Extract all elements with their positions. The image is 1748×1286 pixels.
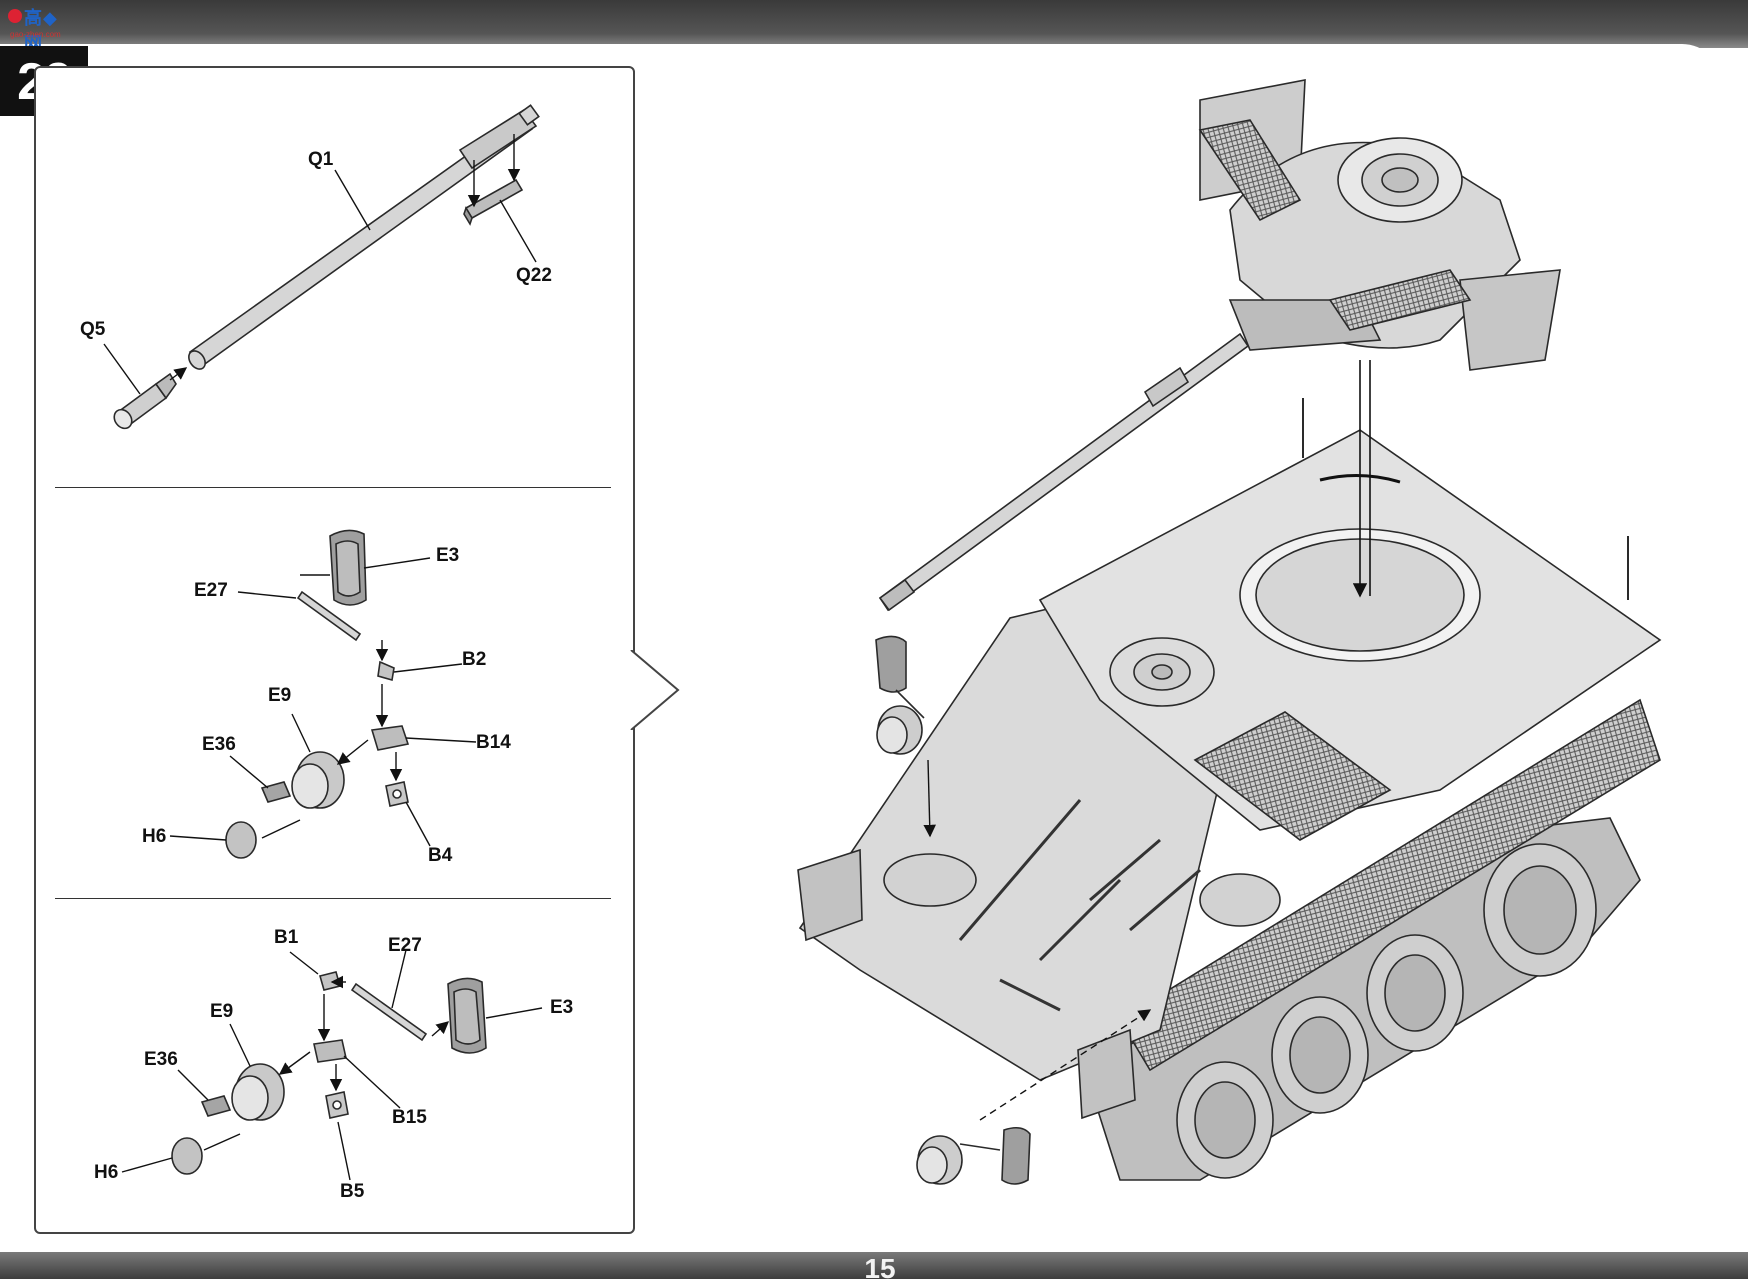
mount-b1	[319, 971, 341, 991]
part-label-b14: B14	[476, 732, 511, 753]
part-label-b2: B2	[462, 649, 487, 670]
bracket-b14	[370, 725, 410, 751]
watermark-logo-icon	[8, 9, 22, 23]
barrel-subassembly	[113, 104, 540, 430]
part-label-e36-b: E36	[144, 1049, 178, 1070]
mirror-arm-e27	[296, 590, 362, 642]
cover-e36-b	[200, 1095, 232, 1117]
part-label-e27-b: E27	[388, 935, 422, 956]
watermark-subtext: gao-zhen.com	[10, 30, 61, 39]
part-label-b1: B1	[274, 927, 299, 948]
part-label-b4: B4	[428, 845, 453, 866]
lens-h6	[225, 821, 257, 859]
part-label-e9-b: E9	[210, 1001, 234, 1022]
bracket-b15	[313, 1039, 347, 1063]
callout-pointer	[630, 650, 680, 730]
part-label-e9: E9	[268, 685, 292, 706]
part-label-b15: B15	[392, 1107, 427, 1128]
turret-install-arrow	[1319, 360, 1401, 598]
vehicle-left-light	[875, 635, 925, 755]
part-label-e3-b: E3	[550, 997, 574, 1018]
part-label-q22: Q22	[516, 265, 552, 286]
part-label-h6-b: H6	[94, 1162, 119, 1183]
header-band	[0, 0, 1748, 48]
lens-h6-b	[171, 1137, 203, 1175]
vehicle-right-light	[916, 1126, 1031, 1185]
cover-e36	[260, 781, 292, 803]
panel-divider-bottom	[55, 898, 611, 899]
mirror-arm-e27-b	[350, 982, 428, 1042]
part-label-e3: E3	[436, 545, 460, 566]
mirror-subassembly-right	[171, 971, 487, 1175]
turret-illustration	[878, 79, 1561, 612]
part-label-b5: B5	[340, 1181, 365, 1202]
footer-band	[0, 1252, 1748, 1279]
panel-divider-top	[55, 487, 611, 488]
part-label-e36: E36	[202, 734, 236, 755]
part-label-q5: Q5	[80, 319, 106, 340]
mirror-subassembly-left	[225, 529, 410, 859]
hull-front-plate	[798, 605, 1221, 1081]
part-label-e27: E27	[194, 580, 228, 601]
vehicle-illustration	[797, 398, 1662, 1181]
part-label-h6: H6	[142, 826, 167, 847]
road-wheels	[1176, 843, 1597, 1179]
mount-b2	[377, 660, 395, 682]
part-label-q1: Q1	[308, 149, 334, 170]
